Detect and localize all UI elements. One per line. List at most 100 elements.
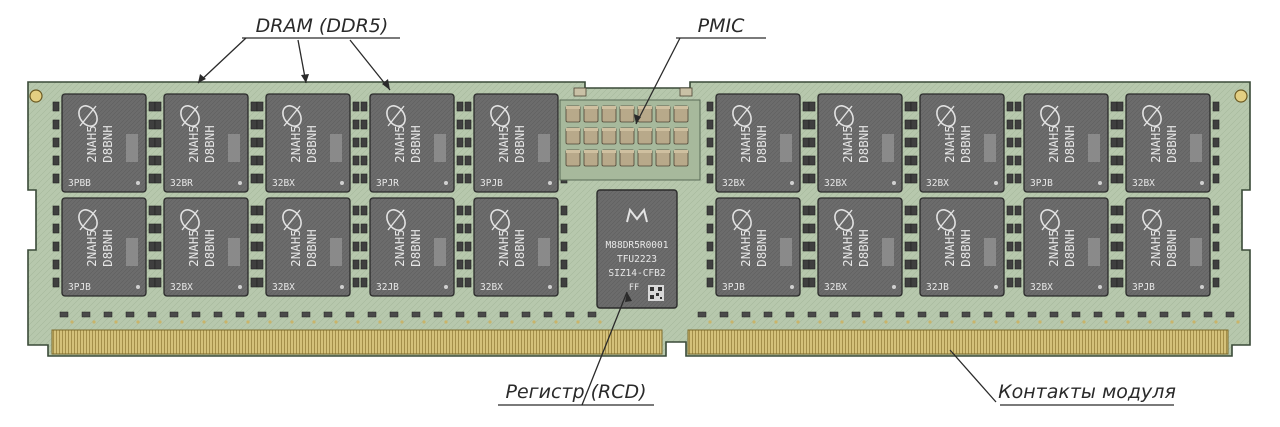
smd-part [961, 311, 971, 318]
smd-resistor [148, 137, 156, 148]
smd-resistor [1212, 119, 1220, 130]
via-dot [158, 320, 162, 324]
smd-part [235, 311, 245, 318]
smd-resistor [910, 173, 918, 184]
pin1-dot-icon [1200, 285, 1204, 289]
smd-resistor [154, 259, 162, 270]
smd-resistor [1110, 241, 1118, 252]
rcd-line1: M88DR5R0001 [606, 240, 669, 251]
dram-chip-line1: 2NAH5 [288, 125, 303, 163]
pmic-capacitor [619, 127, 635, 145]
via-dot [400, 320, 404, 324]
via-dot [356, 320, 360, 324]
micron-logo-icon [78, 105, 98, 127]
pin1-dot-icon [790, 285, 794, 289]
datamatrix-icon [228, 134, 240, 162]
micron-logo-icon [180, 209, 200, 231]
dram-chip-line1: 2NAH5 [84, 229, 99, 267]
smd-resistor [456, 241, 464, 252]
smd-part [81, 311, 91, 318]
smd-resistor [52, 259, 60, 270]
dram-chip-line2: D8BNH [408, 229, 423, 267]
smd-resistor [1110, 173, 1118, 184]
dram-label: DRAM (DDR5) [256, 15, 389, 37]
smd-resistor [802, 205, 810, 216]
smd-resistor [802, 241, 810, 252]
rcd-chip: M88DR5R0001 TFU2223 SIZ14-CFB2 FF [596, 189, 678, 309]
dram-chip-line1: 2NAH5 [942, 229, 957, 267]
dram-chip-code: 3PJB [68, 282, 91, 293]
pmic-capacitor [637, 105, 653, 123]
smd-resistor [808, 119, 816, 130]
dram-chip-line2: D8BNH [958, 229, 973, 267]
smd-resistor [52, 173, 60, 184]
smd-part [785, 311, 795, 318]
smd-resistor [1014, 205, 1022, 216]
datamatrix-icon [1190, 134, 1202, 162]
dram-chip-code: 32JB [376, 282, 399, 293]
micron-logo-icon [180, 105, 200, 127]
dram-chip-code: 3PBB [68, 178, 91, 189]
dram-chip-body [369, 197, 455, 297]
dram-chip-body [265, 93, 351, 193]
smd-resistor [560, 277, 568, 288]
dram-chip-line2: D8BNH [408, 125, 423, 163]
via-dot [950, 320, 954, 324]
dram-chip-line2: D8BNH [304, 125, 319, 163]
smd-resistor [1014, 119, 1022, 130]
pin1-dot-icon [548, 181, 552, 185]
dram-chip-code: 32BX [170, 282, 193, 293]
dram-chip-code: 3PJB [480, 178, 503, 189]
pin1-dot-icon [1200, 181, 1204, 185]
contacts-left [51, 329, 663, 355]
smd-resistor [154, 119, 162, 130]
smd-resistor [52, 241, 60, 252]
via-dot [906, 320, 910, 324]
smd-part [1005, 311, 1015, 318]
smd-part [895, 311, 905, 318]
dram-chip-line1: 2NAH5 [1046, 229, 1061, 267]
smd-resistor [352, 119, 360, 130]
dram-chip-line1: 2NAH5 [1148, 229, 1163, 267]
module-contacts [51, 329, 1229, 355]
pin1-dot-icon [444, 285, 448, 289]
smd-resistor [1110, 155, 1118, 166]
smd-resistor [52, 119, 60, 130]
pmic-capacitor [673, 105, 689, 123]
mounting-hole-right-icon [1234, 89, 1248, 103]
smd-resistor [1014, 223, 1022, 234]
datamatrix-icon [984, 134, 996, 162]
smd-resistor [1014, 137, 1022, 148]
smd-resistor [802, 119, 810, 130]
pmic-capacitor [583, 105, 599, 123]
datamatrix-icon [1190, 238, 1202, 266]
smd-resistor [808, 137, 816, 148]
dram-chip-body [473, 93, 559, 193]
smd-resistor [256, 241, 264, 252]
dram-chip-body [817, 93, 903, 193]
smd-resistor [250, 223, 258, 234]
pmic-area [559, 87, 701, 181]
via-dot [378, 320, 382, 324]
pin1-dot-icon [892, 181, 896, 185]
smd-resistor [352, 277, 360, 288]
smd-part [301, 311, 311, 318]
micron-logo-icon [490, 105, 510, 127]
smd-resistor [464, 205, 472, 216]
smd-resistor [1212, 155, 1220, 166]
dram-chip-line1: 2NAH5 [186, 229, 201, 267]
smd-resistor [1116, 137, 1124, 148]
smd-resistor [360, 137, 368, 148]
smd-resistor [910, 277, 918, 288]
smd-resistor [154, 101, 162, 112]
contacts-right [687, 329, 1229, 355]
smd-resistor [1110, 277, 1118, 288]
smd-resistor [802, 173, 810, 184]
smd-part [719, 311, 729, 318]
dram-chip-line2: D8BNH [100, 229, 115, 267]
via-dot [466, 320, 470, 324]
via-dot [862, 320, 866, 324]
